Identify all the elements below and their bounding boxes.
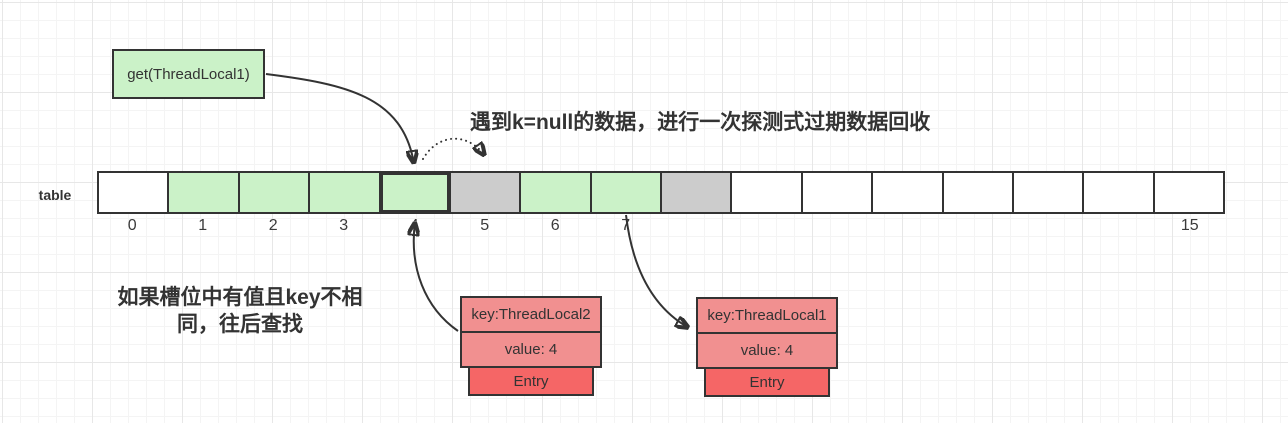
entry-footer: Entry: [704, 367, 830, 397]
entry-value-row: value: 4: [460, 331, 602, 368]
slot-index-label-3: 3: [339, 217, 349, 234]
index-labels: 0 1 2 3 4 5 6 7 15: [97, 217, 1225, 237]
entry2-to-slot4-arrow: [414, 222, 459, 332]
table-slot-2: [239, 173, 311, 212]
table-slot-9: [732, 173, 803, 212]
table-slot-5: [450, 173, 522, 212]
slot-index-label-1: 1: [198, 217, 208, 234]
probe-cleanup-annotation: 遇到k=null的数据，进行一次探测式过期数据回收: [470, 111, 931, 134]
entry-footer: Entry: [468, 366, 594, 396]
table-slot-6: [521, 173, 592, 212]
slot-index-label-6: 6: [550, 217, 560, 234]
table-slot-14: [1084, 173, 1155, 212]
slot-index-label-7: 7: [621, 217, 631, 234]
table-slot-8: [662, 173, 733, 212]
slot-index-label-2: 2: [268, 217, 278, 234]
table-slot-7: [591, 173, 662, 212]
entry-box-threadlocal2: key:ThreadLocal2 value: 4 Entry: [460, 296, 602, 396]
get-to-slot4-arrow: [265, 73, 414, 164]
slot-index-label-15: 15: [1180, 217, 1199, 234]
slot-index-label-0: 0: [127, 217, 137, 234]
table-slot-3: [310, 173, 381, 212]
table-slot-11: [873, 173, 944, 212]
table-slot-4: [380, 173, 451, 212]
entry-value-row: value: 4: [696, 332, 838, 369]
table-label: table: [38, 187, 72, 203]
linear-search-annotation-line1: 如果槽位中有值且key不相: [117, 286, 363, 309]
table-slot-10: [802, 173, 874, 212]
entry-key-row: key:ThreadLocal2: [460, 296, 602, 333]
entry-key-row: key:ThreadLocal1: [696, 297, 838, 334]
table-slot-15: [1154, 173, 1223, 212]
table-slot-12: [943, 173, 1014, 212]
table-slot-0: [99, 173, 170, 212]
table-slot-13: [1013, 173, 1085, 212]
entry-box-threadlocal1: key:ThreadLocal1 value: 4 Entry: [696, 297, 838, 397]
get-call-label: get(ThreadLocal1): [127, 65, 250, 83]
slot-index-label-4: 4: [409, 217, 419, 234]
linear-search-annotation-line2: 同，往后查找: [177, 313, 303, 336]
table-slot-1: [169, 173, 240, 212]
table-row: [97, 171, 1225, 214]
probe-next-slot-dotted-arc: [422, 137, 485, 160]
get-call-box: get(ThreadLocal1): [112, 49, 265, 99]
linear-search-annotation: 如果槽位中有值且key不相 同，往后查找: [100, 284, 380, 338]
slot-index-label-5: 5: [480, 217, 490, 234]
